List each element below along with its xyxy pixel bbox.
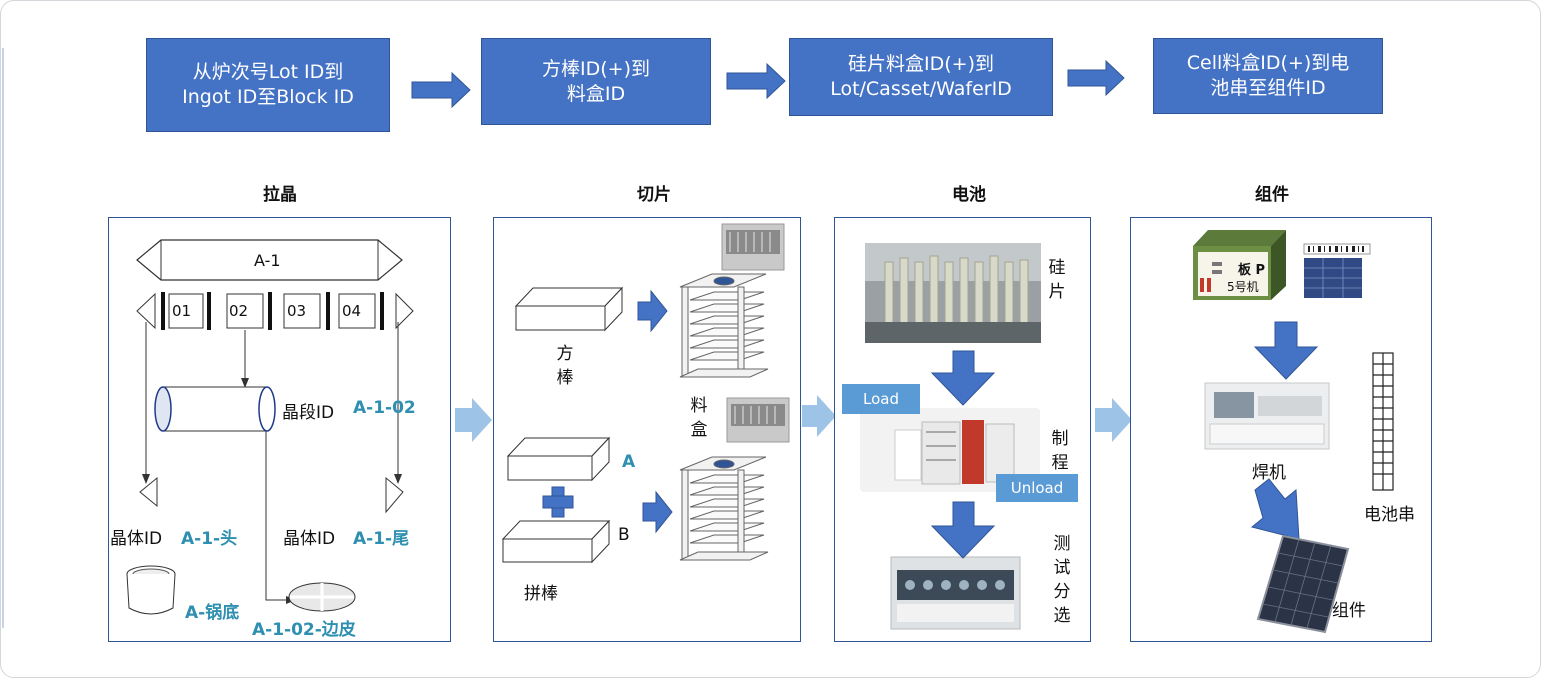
slice-arrow-2 <box>642 490 673 534</box>
step-box-rod-to-cassette: 方棒ID(+)到 料盒ID <box>481 38 711 125</box>
section-title-module: 组件 <box>1255 185 1289 205</box>
piece-b-label: B <box>618 525 630 545</box>
top-arrow-3 <box>1067 59 1125 97</box>
panel-arrow-2 <box>802 395 836 437</box>
segment-cylinder-right <box>258 386 276 432</box>
cassette-photo-2 <box>726 397 790 443</box>
top-arrow-2 <box>726 62 786 100</box>
welder-photo <box>1204 382 1330 450</box>
tail-id-value: A-1-尾 <box>353 529 410 549</box>
segment-box-04 <box>338 293 376 329</box>
process-machine-photo <box>860 408 1040 492</box>
box-label-machine: 5号机 <box>1227 280 1259 294</box>
step-box-lot-to-block: 从炉次号Lot ID到 Ingot ID至Block ID <box>146 38 390 132</box>
slice-arrow-1 <box>637 289 668 333</box>
cassette-rack-2 <box>679 456 769 561</box>
unload-label: Unload <box>996 474 1078 502</box>
segment-label-01: 01 <box>172 302 192 320</box>
step-box-wafer-cassette: 硅片料盒ID(+)到 Lot/Casset/WaferID <box>789 38 1053 116</box>
cassette-rack-1 <box>679 273 769 378</box>
tail-id-label: 晶体ID <box>283 529 336 549</box>
segment-box-02 <box>226 293 264 329</box>
segment-id-value: A-1-02 <box>353 398 416 418</box>
crucible-value: A-锅底 <box>185 603 240 623</box>
joined-rod-label: 拼棒 <box>524 584 558 604</box>
piece-a <box>506 436 611 482</box>
cell-string-label: 电池串 <box>1364 505 1415 525</box>
panel-arrow-1 <box>455 398 492 442</box>
tail-piece <box>385 476 404 514</box>
segment-label-02: 02 <box>229 302 249 320</box>
left-edge-line <box>2 48 4 628</box>
segment-label-04: 04 <box>342 302 362 320</box>
module-label: 组件 <box>1332 601 1366 621</box>
segment-id-label: 晶段ID <box>282 403 335 423</box>
piece-a-label: A <box>622 452 636 472</box>
cell-arrow-1 <box>930 350 996 406</box>
edge-skin-value: A-1-02-边皮 <box>252 620 356 640</box>
section-title-slicing: 切片 <box>637 185 671 205</box>
box-label-board: 板 P <box>1238 263 1266 278</box>
section-title-cell: 电池 <box>952 185 986 205</box>
segment-label-03: 03 <box>287 302 307 320</box>
welder-label: 焊机 <box>1252 463 1286 483</box>
step-box-cell-to-module: Cell料盒ID(+)到电 池串至组件ID <box>1153 38 1383 114</box>
cassette-label: 料 盒 <box>690 396 708 440</box>
plus-icon <box>542 486 574 518</box>
segment-box-01 <box>168 293 204 329</box>
segment-head-cap <box>136 292 156 330</box>
segment-cylinder-left <box>154 386 172 432</box>
wafer-label: 硅 片 <box>1048 258 1066 302</box>
panel-arrow-3 <box>1095 398 1132 442</box>
sorting-label: 测 试 分 选 <box>1053 534 1071 626</box>
wafer-photo <box>865 243 1041 343</box>
segment-tail-cap <box>395 292 414 330</box>
module-arrow-1 <box>1253 321 1319 380</box>
solar-module <box>1256 534 1350 634</box>
head-id-label: 晶体ID <box>110 529 163 549</box>
section-title-crystal: 拉晶 <box>263 185 297 205</box>
square-rod-label: 方 棒 <box>556 344 574 388</box>
solar-cell-icon <box>1303 243 1371 298</box>
square-rod <box>514 286 624 332</box>
cassette-photo-1 <box>721 223 785 271</box>
top-arrow-1 <box>411 71 471 109</box>
piece-b <box>501 519 611 564</box>
head-piece <box>139 476 158 508</box>
cell-arrow-2 <box>930 501 996 559</box>
cell-string-grid <box>1372 352 1394 491</box>
load-label: Load <box>842 384 920 414</box>
sorting-machine-photo <box>890 556 1021 630</box>
segment-box-03 <box>283 293 321 329</box>
labelled-cell-box <box>1193 230 1286 300</box>
module-arrow-2 <box>1250 478 1300 540</box>
process-label: 制 程 <box>1051 429 1069 473</box>
head-id-value: A-1-头 <box>181 529 238 549</box>
ingot-label: A-1 <box>254 251 281 270</box>
